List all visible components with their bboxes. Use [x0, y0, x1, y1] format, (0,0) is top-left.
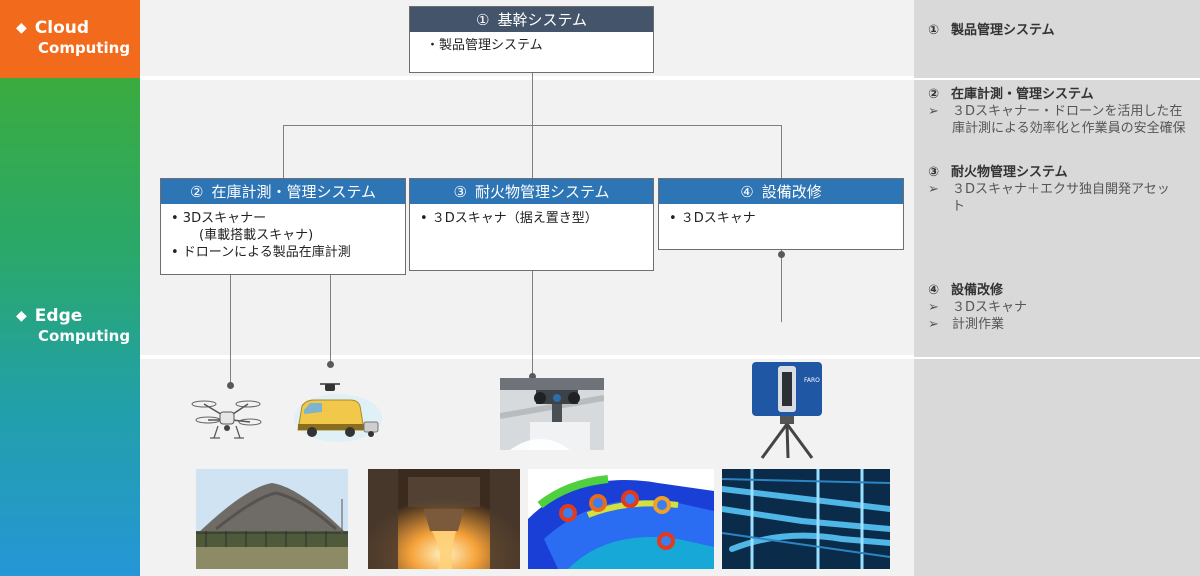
box-number: ②: [189, 182, 204, 201]
arrow-bullet-icon: ➢: [928, 104, 939, 119]
steel-furnace-photo: [368, 469, 520, 569]
right-section-1: ① 製品管理システム: [928, 22, 1055, 39]
cloud-label-main: Cloud: [34, 18, 90, 38]
core-system-header: ① 基幹システム: [410, 7, 653, 32]
edge-label: ◆ Edge Computing: [16, 306, 130, 346]
section-number: ②: [928, 87, 940, 102]
section-bullet: 計測作業: [952, 317, 1005, 332]
box-item: ・製品管理システム: [426, 38, 543, 53]
equipment-box: ④ 設備改修 • ３Dスキャナ: [658, 178, 904, 250]
diamond-icon: ◆: [16, 19, 27, 36]
box-number: ④: [740, 182, 754, 201]
connector-dot: [778, 251, 785, 258]
box-item: (車載搭載スキャナ): [199, 228, 314, 243]
section-title: 設備改修: [951, 283, 1004, 298]
right-divider: [914, 78, 1200, 80]
right-divider: [914, 357, 1200, 359]
edge-label-sub: Computing: [38, 327, 131, 346]
drone-image: [190, 392, 262, 444]
arrow-bullet-icon: ➢: [928, 317, 939, 332]
section-number: ③: [928, 165, 940, 180]
section-title: 在庫計測・管理システム: [951, 87, 1094, 102]
connector-line: [330, 275, 331, 365]
edge-label-main: Edge: [34, 306, 83, 326]
connector-line: [230, 275, 231, 385]
box-item: • 3Dスキャナー: [171, 211, 267, 226]
equipment-header: ④ 設備改修: [659, 179, 903, 204]
section-title: 製品管理システム: [951, 23, 1055, 38]
section-bullet: ３Dスキャナー・ドローンを活用した在庫計測による効率化と作業員の安全確保: [952, 104, 1186, 136]
section-bullet: ３Dスキャナ: [952, 300, 1028, 315]
van-drone-image: [292, 378, 384, 444]
section-number: ④: [928, 283, 940, 298]
arrow-bullet-icon: ➢: [928, 300, 939, 315]
connector-line: [781, 125, 782, 178]
connector-dot: [227, 382, 234, 389]
box-number: ①: [475, 10, 490, 29]
section-number: ①: [928, 23, 940, 38]
section-bullet: ３Dスキャナ＋エクサ独自開発アセット: [952, 182, 1170, 214]
connector-line: [532, 271, 533, 376]
right-section-2: ② 在庫計測・管理システム ➢ ３Dスキャナー・ドローンを活用した在庫計測による効率…: [928, 86, 1192, 137]
box-title: 基幹システム: [497, 11, 587, 29]
industrial-pipes-photo: [722, 469, 890, 569]
refractory-system-header: ③ 耐火物管理システム: [410, 179, 653, 204]
inventory-system-header: ② 在庫計測・管理システム: [161, 179, 405, 204]
cloud-label-sub: Computing: [38, 39, 131, 58]
stockpile-photo: [196, 469, 348, 569]
inventory-system-body: • 3Dスキャナー (車載搭載スキャナ) • ドローンによる製品在庫計測: [161, 204, 405, 267]
box-title: 耐火物管理システム: [474, 183, 610, 201]
refractory-system-body: • ３Dスキャナ（据え置き型）: [410, 204, 653, 233]
connector-line: [781, 250, 782, 322]
core-system-body: ・製品管理システム: [410, 32, 653, 60]
right-section-4: ④ 設備改修 ➢ ３Dスキャナ ➢ 計測作業: [928, 282, 1192, 333]
stationary-scanner-image: [500, 378, 604, 450]
tripod-scanner-image: FARO: [748, 360, 826, 460]
connector-line: [532, 125, 533, 178]
box-item: • ドローンによる製品在庫計測: [171, 245, 351, 260]
box-number: ③: [453, 182, 467, 201]
box-item: • ３Dスキャナ（据え置き型）: [420, 211, 598, 226]
heatmap-flange-image: [528, 469, 714, 569]
cloud-label: ◆ Cloud Computing: [16, 18, 130, 58]
svg-text:FARO: FARO: [804, 377, 820, 384]
connector-dot: [529, 373, 536, 380]
diamond-icon: ◆: [16, 307, 27, 324]
right-panel: [914, 0, 1200, 576]
refractory-system-box: ③ 耐火物管理システム • ３Dスキャナ（据え置き型）: [409, 178, 654, 271]
box-title: 設備改修: [761, 183, 822, 201]
box-title: 在庫計測・管理システム: [211, 183, 376, 201]
connector-dot: [327, 361, 334, 368]
equipment-body: • ３Dスキャナ: [659, 204, 903, 233]
box-item: • ３Dスキャナ: [669, 211, 756, 226]
connector-line: [532, 72, 533, 125]
cloud-band: ◆ Cloud Computing: [0, 0, 140, 78]
arrow-bullet-icon: ➢: [928, 182, 939, 197]
section-title: 耐火物管理システム: [951, 165, 1068, 180]
edge-band: ◆ Edge Computing: [0, 78, 140, 576]
connector-line: [283, 125, 284, 178]
right-section-3: ③ 耐火物管理システム ➢ ３Dスキャナ＋エクサ独自開発アセット: [928, 164, 1172, 215]
inventory-system-box: ② 在庫計測・管理システム • 3Dスキャナー (車載搭載スキャナ) • ドローン…: [160, 178, 406, 275]
core-system-box: ① 基幹システム ・製品管理システム: [409, 6, 654, 73]
